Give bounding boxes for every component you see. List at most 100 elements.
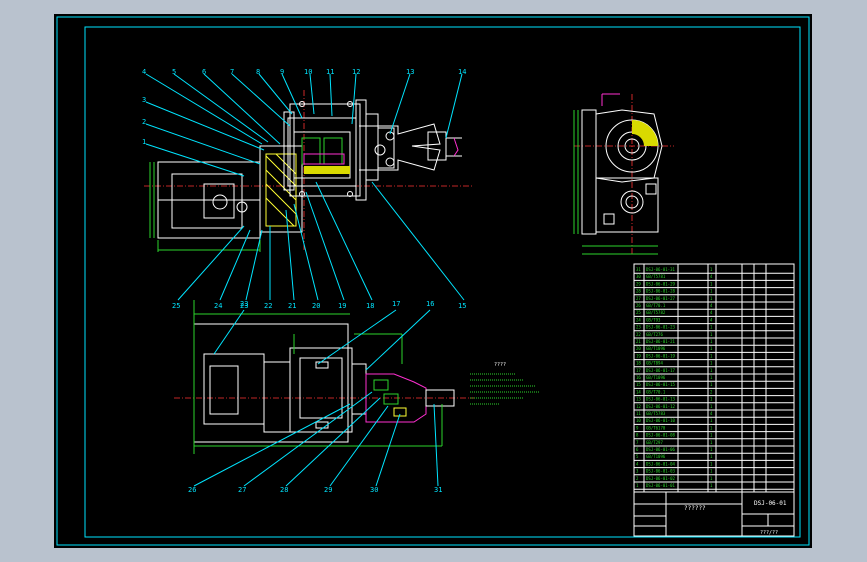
parts-row-no: 13 bbox=[636, 397, 641, 402]
parts-row-qty: 1 bbox=[710, 483, 713, 488]
callout-15: 15 bbox=[458, 302, 466, 310]
parts-row-code: GB/T70.1 bbox=[646, 389, 666, 394]
parts-row-qty: 1 bbox=[710, 454, 713, 459]
outer-frame bbox=[56, 16, 810, 546]
parts-row-no: 29 bbox=[636, 281, 641, 286]
callout-18: 18 bbox=[366, 302, 374, 310]
plan-leader-lines bbox=[193, 309, 439, 487]
parts-row-code: DSJ-06-01-27 bbox=[646, 296, 675, 301]
parts-row-code: DSJ-06-01-23 bbox=[646, 325, 675, 330]
parts-row-code: DSJ-06-01-01 bbox=[646, 483, 675, 488]
parts-row-no: 3 bbox=[636, 469, 639, 474]
callout-26: 26 bbox=[188, 486, 196, 494]
title-block: DSJ-06-01 ?????? ???/?? bbox=[633, 491, 795, 537]
callout-7: 7 bbox=[230, 68, 234, 76]
callout-12: 12 bbox=[352, 68, 360, 76]
parts-row-qty: 1 bbox=[710, 476, 713, 481]
parts-row-qty: 1 bbox=[710, 332, 713, 337]
parts-row-no: 24 bbox=[636, 317, 641, 322]
parts-row-code: DSJ-06-01-29 bbox=[646, 281, 675, 286]
parts-row-no: 12 bbox=[636, 404, 641, 409]
parts-row-code: DSJ-06-01-15 bbox=[646, 382, 675, 387]
callout-11: 11 bbox=[326, 68, 334, 76]
parts-row-code: GB/T5783 bbox=[646, 411, 666, 416]
parts-row-code: GB/T5782 bbox=[646, 310, 666, 315]
title-block-sub: ???/?? bbox=[760, 530, 778, 536]
parts-row-code: DSJ-06-01-10 bbox=[646, 418, 675, 423]
parts-row-no: 4 bbox=[636, 461, 639, 466]
parts-row-no: 22 bbox=[636, 332, 641, 337]
callout-23: 23 bbox=[240, 302, 248, 310]
parts-row-no: 11 bbox=[636, 411, 641, 416]
parts-row-no: 9 bbox=[636, 425, 639, 430]
parts-row-no: 6 bbox=[636, 447, 639, 452]
parts-row-qty: 1 bbox=[710, 425, 713, 430]
callout-8: 8 bbox=[256, 68, 260, 76]
parts-row-qty: 1 bbox=[710, 433, 713, 438]
callout-14: 14 bbox=[458, 68, 466, 76]
drawing-sheet: 4 5 6 7 8 9 10 11 12 13 14 3 2 1 25 24 2… bbox=[54, 14, 812, 548]
parts-row-qty: 1 bbox=[710, 375, 713, 380]
parts-row-code: DSJ-06-01-17 bbox=[646, 368, 675, 373]
parts-row-code: GB/T6170 bbox=[646, 425, 666, 430]
parts-row-no: 8 bbox=[636, 433, 639, 438]
parts-row-no: 31 bbox=[636, 267, 641, 272]
callout-5: 5 bbox=[172, 68, 176, 76]
parts-row-qty: 1 bbox=[710, 346, 713, 351]
parts-row-code: DSJ-06-01-28 bbox=[646, 289, 675, 294]
callout-30: 30 bbox=[370, 486, 378, 494]
callout-28: 28 bbox=[280, 486, 288, 494]
title-block-code: DSJ-06-01 bbox=[754, 500, 787, 507]
parts-row-no: 27 bbox=[636, 296, 641, 301]
parts-row-code: GB/T1096 bbox=[646, 375, 666, 380]
callout-25: 25 bbox=[172, 302, 180, 310]
parts-row-no: 19 bbox=[636, 353, 641, 358]
callout-3: 3 bbox=[142, 96, 146, 104]
parts-row-qty: 1 bbox=[710, 361, 713, 366]
main-section-view bbox=[144, 90, 474, 252]
callouts-top: 4 5 6 7 8 9 10 11 12 13 14 3 2 1 bbox=[142, 68, 466, 146]
parts-row-qty: 1 bbox=[710, 289, 713, 294]
parts-row-no: 26 bbox=[636, 303, 641, 308]
parts-row-no: 28 bbox=[636, 289, 641, 294]
callout-19: 19 bbox=[338, 302, 346, 310]
parts-row-qty: 1 bbox=[710, 461, 713, 466]
parts-row-qty: 1 bbox=[710, 281, 713, 286]
side-view bbox=[573, 93, 674, 255]
callout-23b: 23 bbox=[240, 300, 248, 308]
technical-notes: ???? bbox=[470, 362, 540, 405]
parts-row-code: DSJ-06-01-02 bbox=[646, 476, 675, 481]
parts-row-code: DSJ-06-01-13 bbox=[646, 397, 675, 402]
parts-row-qty: 1 bbox=[710, 469, 713, 474]
parts-row-no: 5 bbox=[636, 454, 639, 459]
parts-row-code: DSJ-06-01-12 bbox=[646, 404, 675, 409]
parts-row-qty: 1 bbox=[710, 296, 713, 301]
parts-row-qty: 1 bbox=[710, 397, 713, 402]
parts-row-no: 20 bbox=[636, 346, 641, 351]
parts-row-code: GB/T5781 bbox=[646, 274, 666, 279]
parts-row-qty: 4 bbox=[710, 310, 713, 315]
callout-17: 17 bbox=[392, 300, 400, 308]
parts-row-no: 25 bbox=[636, 310, 641, 315]
callout-22: 22 bbox=[264, 302, 272, 310]
title-block-name: ?????? bbox=[684, 505, 706, 512]
parts-row-no: 7 bbox=[636, 440, 639, 445]
inner-frame bbox=[84, 26, 801, 538]
parts-row-no: 23 bbox=[636, 325, 641, 330]
cad-drawing: 4 5 6 7 8 9 10 11 12 13 14 3 2 1 25 24 2… bbox=[56, 16, 810, 546]
parts-row-code: GB/T1096 bbox=[646, 346, 666, 351]
callout-27: 27 bbox=[238, 486, 246, 494]
parts-row-qty: 4 bbox=[710, 411, 713, 416]
parts-row-no: 16 bbox=[636, 375, 641, 380]
parts-row-qty: 1 bbox=[710, 382, 713, 387]
callout-1: 1 bbox=[142, 138, 146, 146]
parts-row-qty: 1 bbox=[710, 404, 713, 409]
parts-row-no: 1 bbox=[636, 483, 639, 488]
parts-row-no: 21 bbox=[636, 339, 641, 344]
parts-row-qty: 4 bbox=[710, 303, 713, 308]
callout-16: 16 bbox=[426, 300, 434, 308]
parts-row-qty: 2 bbox=[710, 389, 713, 394]
callout-10: 10 bbox=[304, 68, 312, 76]
parts-row-qty: 1 bbox=[710, 353, 713, 358]
parts-row-qty: 1 bbox=[710, 440, 713, 445]
